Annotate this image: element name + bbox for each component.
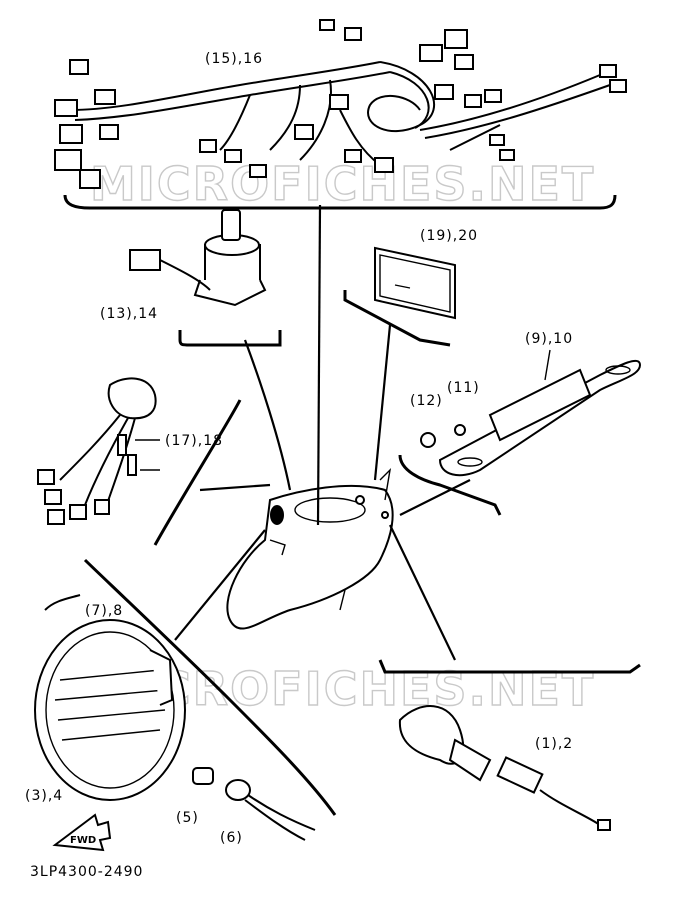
fwd-label: FWD [70, 835, 96, 846]
handle-switch [37, 377, 160, 525]
bracket-headlight [83, 558, 337, 816]
reflector [374, 246, 456, 320]
label-license-bracket: (9),10 [525, 331, 573, 347]
headlight-body [226, 467, 394, 630]
bracket-wire-harness [63, 194, 617, 210]
diagram-code: 3LP4300-2490 [30, 864, 143, 880]
main-switch [129, 209, 267, 307]
socket-icon [225, 779, 251, 801]
leader-license-bracket [544, 349, 551, 381]
fwd-arrow-icon: FWD [52, 813, 112, 852]
arrow-reflector [373, 324, 392, 481]
wire-harness [54, 19, 627, 189]
label-nut: (12) [410, 393, 443, 409]
license-bracket [438, 359, 642, 477]
washer-icon [454, 424, 466, 436]
label-handle-lead: (7),8 [85, 603, 123, 619]
bracket-main-switch [178, 330, 282, 347]
arrow-horn [389, 524, 456, 661]
label-screw-handle: (17),18 [165, 433, 223, 449]
arrow-harness [316, 204, 322, 526]
lead-clip-icon [44, 594, 81, 611]
headlight-unit [34, 619, 186, 801]
arrow-handle-switch [199, 483, 271, 492]
arrow-main-switch [243, 339, 292, 491]
nut-icon [420, 432, 436, 448]
label-horn: (1),2 [535, 736, 573, 752]
label-wire-harness: (15),16 [205, 51, 263, 67]
arrow-license [399, 479, 471, 516]
arrow-headlight [174, 529, 266, 641]
bracket-license [398, 454, 502, 516]
label-socket: (6) [220, 830, 243, 846]
label-reflector: (19),20 [420, 228, 478, 244]
label-washer: (11) [447, 380, 480, 396]
bracket-handle-switch [153, 399, 242, 546]
label-main-switch: (13),14 [100, 306, 158, 322]
bulb-icon [192, 767, 214, 785]
bracket-horn [378, 659, 641, 674]
label-headlight-unit: (3),4 [25, 788, 63, 804]
watermark-top: MICROFICHES.NET [90, 157, 595, 211]
horn [398, 705, 611, 831]
label-bulb: (5) [176, 810, 199, 826]
bracket-reflector [343, 290, 451, 347]
